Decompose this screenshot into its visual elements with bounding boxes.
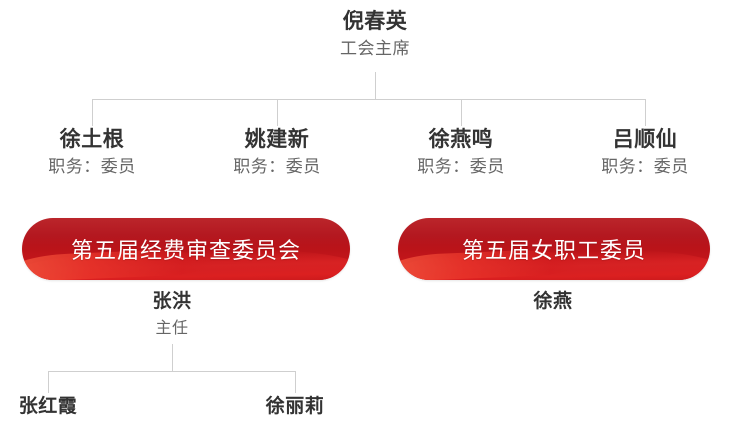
member-4-name: 吕顺仙 xyxy=(612,128,678,151)
org-node-member-3[interactable]: 徐燕鸣 职务：委员 xyxy=(417,126,505,179)
org-node-member-4[interactable]: 吕顺仙 职务：委员 xyxy=(601,126,689,179)
connector-drop-sub-1 xyxy=(48,371,49,393)
banner-2-gloss xyxy=(398,218,710,248)
committee-banner-1[interactable]: 第五届经费审查委员会 xyxy=(22,218,350,280)
sub-member-1-name: 张红霞 xyxy=(18,396,78,417)
connector-root-stem xyxy=(375,72,376,99)
sub-member-2-name: 徐丽莉 xyxy=(265,396,325,417)
member-2-name: 姚建新 xyxy=(244,128,310,151)
connector-level1-bar xyxy=(92,99,646,100)
committee1-lead-role: 主任 xyxy=(155,320,189,337)
org-node-member-2[interactable]: 姚建新 职务：委员 xyxy=(233,126,321,179)
committee2-lead-name: 徐燕 xyxy=(533,291,573,312)
committee-banner-2-title: 第五届女职工委员 xyxy=(461,238,646,263)
root-name: 倪春英 xyxy=(342,10,408,33)
org-node-root[interactable]: 倪春英 工会主席 xyxy=(340,8,410,61)
org-node-member-1[interactable]: 徐土根 职务：委员 xyxy=(48,126,136,179)
org-node-committee2-lead[interactable]: 徐燕 xyxy=(533,288,572,316)
root-role: 工会主席 xyxy=(340,39,410,58)
member-1-name: 徐土根 xyxy=(59,128,125,151)
member-2-role: 职务：委员 xyxy=(233,157,321,176)
committee-banner-2[interactable]: 第五届女职工委员 xyxy=(398,218,710,280)
connector-level3-bar xyxy=(48,371,296,372)
connector-drop-member-4 xyxy=(645,99,646,126)
connector-drop-sub-2 xyxy=(295,371,296,393)
connector-drop-member-2 xyxy=(277,99,278,126)
org-node-sub-member-1[interactable]: 张红霞 xyxy=(19,393,78,421)
member-4-role: 职务：委员 xyxy=(601,157,689,176)
banner-1-gloss xyxy=(22,218,350,248)
connector-drop-member-1 xyxy=(92,99,93,126)
member-1-role: 职务：委员 xyxy=(48,157,136,176)
org-node-sub-member-2[interactable]: 徐丽莉 xyxy=(266,393,325,421)
connector-committee1-stem xyxy=(172,344,173,371)
member-3-role: 职务：委员 xyxy=(417,157,505,176)
org-node-committee1-lead[interactable]: 张洪 主任 xyxy=(152,288,191,341)
member-3-name: 徐燕鸣 xyxy=(428,128,494,151)
committee1-lead-name: 张洪 xyxy=(152,291,192,312)
committee-banner-1-title: 第五届经费审查委员会 xyxy=(70,238,301,263)
connector-drop-member-3 xyxy=(461,99,462,126)
